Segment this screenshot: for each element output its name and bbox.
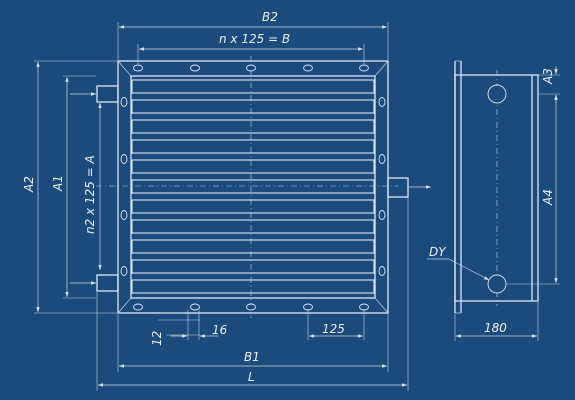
- dy-label: DY: [429, 245, 447, 259]
- dy-leader: [448, 258, 490, 281]
- side-outline: [454, 74, 539, 302]
- nozzle-bottom: [487, 274, 507, 294]
- b2-label: B2: [262, 10, 278, 24]
- a1-label: A1: [51, 175, 65, 192]
- n-pitch-label: n x 125 = B: [219, 32, 290, 46]
- a3-label: A3: [541, 68, 555, 85]
- b1-label: B1: [244, 350, 260, 364]
- pipe-top-left: [96, 85, 119, 103]
- dim-16-label: 16: [212, 323, 228, 337]
- a2-label: A2: [22, 176, 36, 193]
- l-label: L: [248, 370, 255, 384]
- n2-pitch-label: n2 x 125 = A: [83, 155, 97, 234]
- pipe-right: [387, 177, 409, 198]
- inner-frame: [130, 75, 376, 299]
- front-dimensions: B2 n x 125 = B A2 A1 n2 x 125 = A 12 16: [22, 10, 409, 391]
- nozzle-top: [487, 84, 507, 104]
- front-view: [70, 56, 431, 318]
- louver-slats: [131, 79, 375, 294]
- pipe-bottom-left: [96, 274, 119, 292]
- dim-125-label: 125: [322, 322, 345, 336]
- mounting-holes: [120, 64, 386, 311]
- a4-label: A4: [541, 189, 555, 206]
- side-view: A3 A4 DY 180: [427, 60, 560, 341]
- frame-corners: [117, 60, 389, 314]
- dim-180-label: 180: [484, 321, 507, 335]
- dim-12-label: 12: [150, 331, 164, 346]
